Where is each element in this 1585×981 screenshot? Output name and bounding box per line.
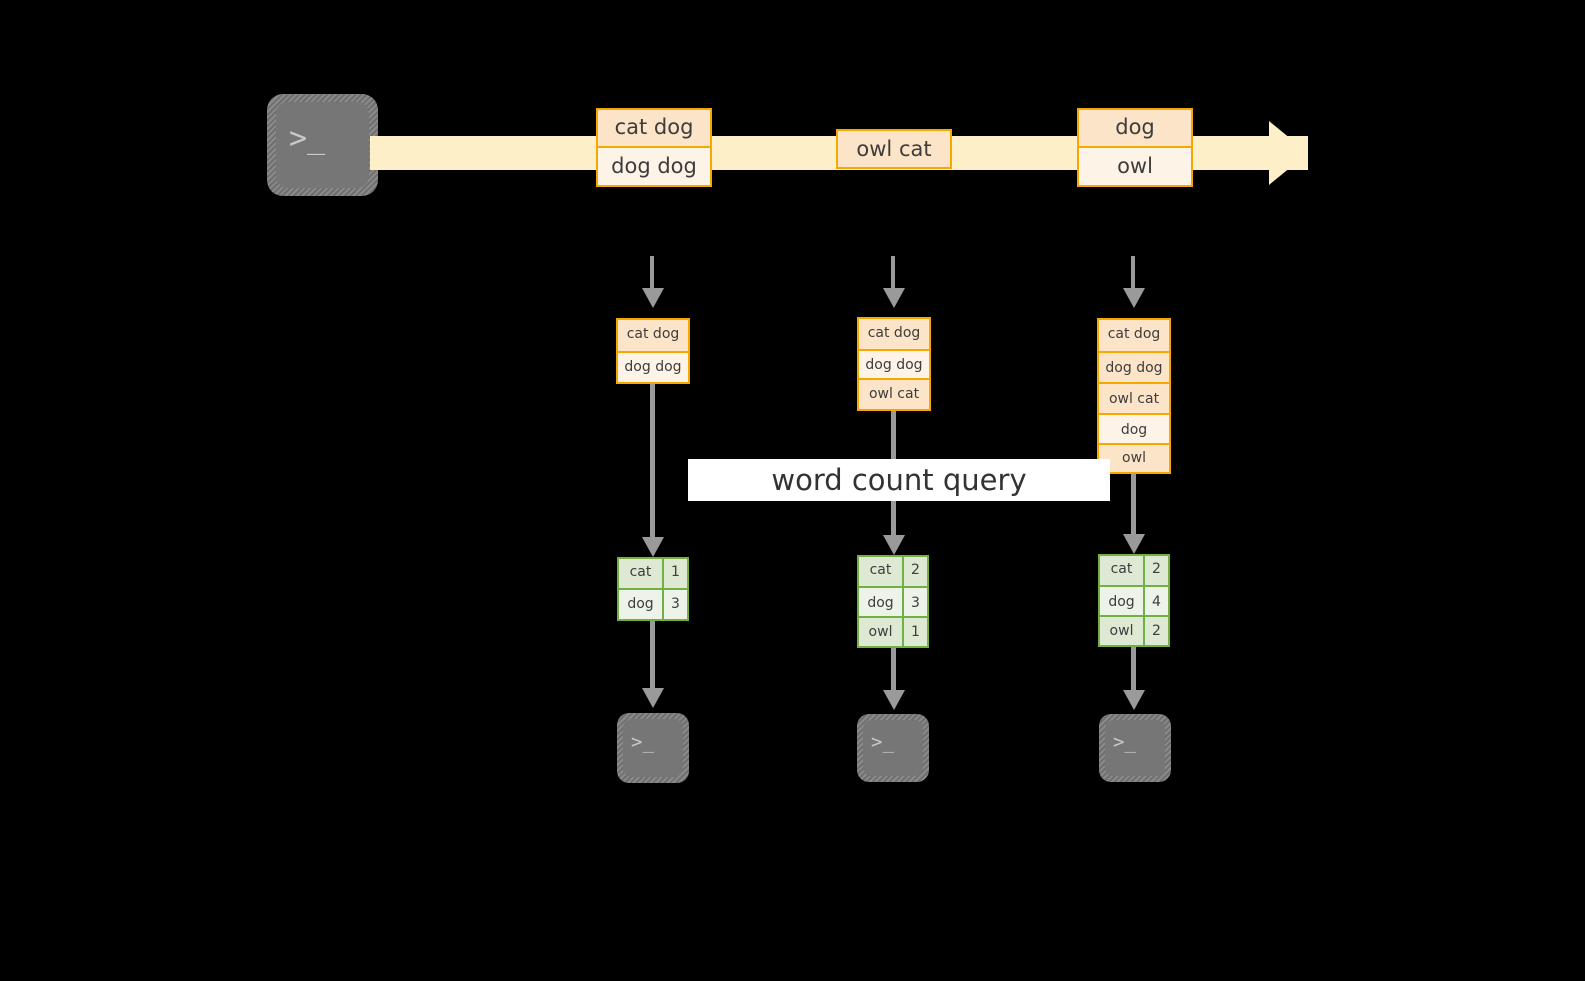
result-count: 2 <box>904 557 927 586</box>
result-table[interactable]: cat 1 dog 3 <box>617 557 689 621</box>
result-row: dog 3 <box>619 590 687 619</box>
batch-trigger-line <box>891 256 896 288</box>
batch-input-table[interactable]: cat dog dog dog owl cat <box>857 317 931 411</box>
batch-input-table[interactable]: cat dog dog dog <box>616 318 690 384</box>
result-word: owl <box>859 618 904 646</box>
timeline-event-box[interactable]: owl cat <box>836 129 952 169</box>
terminal-face <box>1105 720 1165 776</box>
batch-trigger-arrow-head-icon <box>883 288 905 308</box>
terminal-face <box>863 720 923 776</box>
batch-input-row: owl cat <box>1099 384 1169 415</box>
sink-terminal-icon: >_ <box>857 714 929 782</box>
result-row: owl 1 <box>859 618 927 646</box>
timeline-event-line: cat dog <box>598 110 710 148</box>
result-count: 3 <box>904 588 927 616</box>
batch-trigger-arrow-head-icon <box>642 288 664 308</box>
terminal-prompt-glyph: >_ <box>289 121 326 156</box>
sink-flow-line <box>1131 647 1136 690</box>
query-flow-line <box>1131 474 1136 534</box>
result-word: cat <box>619 559 664 588</box>
timeline-event-line: owl cat <box>838 131 950 167</box>
result-row: owl 2 <box>1100 617 1168 645</box>
batch-input-row: dog dog <box>1099 353 1169 384</box>
source-terminal-icon: >_ <box>267 94 378 196</box>
result-table[interactable]: cat 2 dog 3 owl 1 <box>857 555 929 648</box>
result-word: owl <box>1100 617 1145 645</box>
terminal-prompt-glyph: >_ <box>871 731 894 753</box>
batch-input-row: dog dog <box>859 351 929 380</box>
terminal-prompt-glyph: >_ <box>631 731 654 753</box>
batch-trigger-line <box>650 256 655 288</box>
result-row: dog 4 <box>1100 587 1168 617</box>
result-count: 1 <box>664 559 687 588</box>
result-count: 1 <box>904 618 927 646</box>
batch-input-row: cat dog <box>1099 320 1169 353</box>
query-banner: word count query <box>688 459 1110 501</box>
sink-flow-arrow-head-icon <box>642 688 664 708</box>
timeline-event-line: dog dog <box>598 148 710 185</box>
batch-input-row: dog <box>1099 415 1169 445</box>
result-count: 2 <box>1145 617 1168 645</box>
batch-input-row: owl cat <box>859 380 929 409</box>
query-flow-line <box>650 384 655 537</box>
result-count: 3 <box>664 590 687 619</box>
timeline-event-box[interactable]: cat dog dog dog <box>596 108 712 187</box>
sink-flow-arrow-head-icon <box>1123 690 1145 710</box>
result-table[interactable]: cat 2 dog 4 owl 2 <box>1098 554 1170 647</box>
result-word: dog <box>619 590 664 619</box>
result-row: cat 2 <box>859 557 927 588</box>
timeline-arrow-head-icon <box>1269 121 1308 185</box>
timeline-event-line: owl <box>1079 148 1191 185</box>
sink-flow-line <box>650 621 655 688</box>
result-count: 4 <box>1145 587 1168 615</box>
batch-trigger-line <box>1131 256 1136 288</box>
result-row: dog 3 <box>859 588 927 618</box>
timeline-event-box[interactable]: dog owl <box>1077 108 1193 187</box>
query-flow-arrow-head-icon <box>642 537 664 557</box>
result-row: cat 1 <box>619 559 687 590</box>
batch-input-table[interactable]: cat dog dog dog owl cat dog owl <box>1097 318 1171 474</box>
result-word: cat <box>859 557 904 586</box>
batch-input-row: cat dog <box>618 320 688 353</box>
result-count: 2 <box>1145 556 1168 585</box>
timeline-event-line: dog <box>1079 110 1191 148</box>
batch-trigger-arrow-head-icon <box>1123 288 1145 308</box>
sink-terminal-icon: >_ <box>617 713 689 783</box>
batch-input-row: dog dog <box>618 353 688 382</box>
terminal-prompt-glyph: >_ <box>1113 731 1136 753</box>
batch-input-row: owl <box>1099 445 1169 472</box>
terminal-face <box>623 719 683 777</box>
result-word: cat <box>1100 556 1145 585</box>
result-word: dog <box>859 588 904 616</box>
batch-input-row: cat dog <box>859 319 929 351</box>
sink-flow-arrow-head-icon <box>883 690 905 710</box>
query-flow-arrow-head-icon <box>1123 534 1145 554</box>
result-word: dog <box>1100 587 1145 615</box>
sink-terminal-icon: >_ <box>1099 714 1171 782</box>
sink-flow-line <box>891 648 896 690</box>
query-flow-arrow-head-icon <box>883 535 905 555</box>
result-row: cat 2 <box>1100 556 1168 587</box>
terminal-face <box>276 102 369 188</box>
